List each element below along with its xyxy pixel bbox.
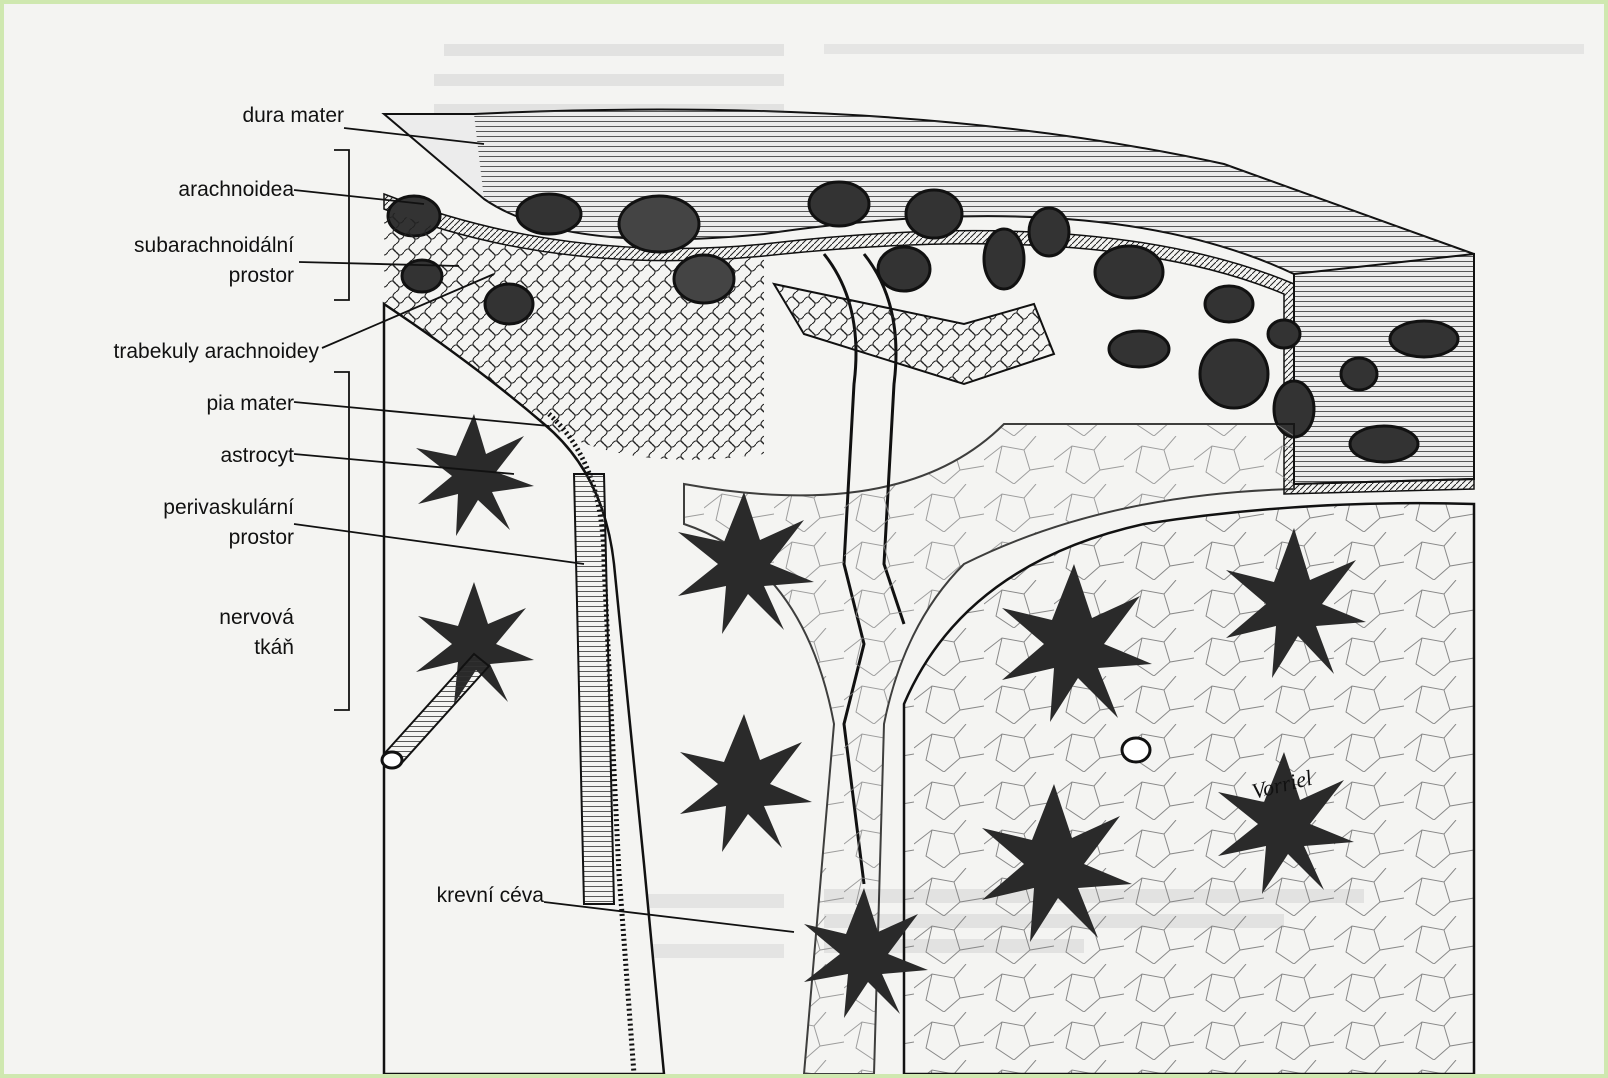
label-dura-mater: dura mater — [164, 104, 344, 128]
figure-frame: Vorriel dura mater arachnoidea subarachn… — [4, 4, 1604, 1074]
label-nerve-tissue-line2: tkáň — [104, 636, 294, 660]
label-astrocyte: astrocyt — [104, 444, 294, 468]
label-arachnoidea: arachnoidea — [114, 178, 294, 202]
label-trabeculae: trabekuly arachnoidey — [24, 340, 319, 364]
label-blood-vessel: krevní céva — [354, 884, 544, 908]
label-pia-mater: pia mater — [104, 392, 294, 416]
label-subarachnoid-space-line2: prostor — [64, 264, 294, 288]
label-nerve-tissue-line1: nervová — [104, 606, 294, 630]
label-subarachnoid-space-line1: subarachnoidální — [64, 234, 294, 258]
label-perivascular-space-line2: prostor — [64, 526, 294, 550]
label-perivascular-space-line1: perivaskulární — [64, 496, 294, 520]
